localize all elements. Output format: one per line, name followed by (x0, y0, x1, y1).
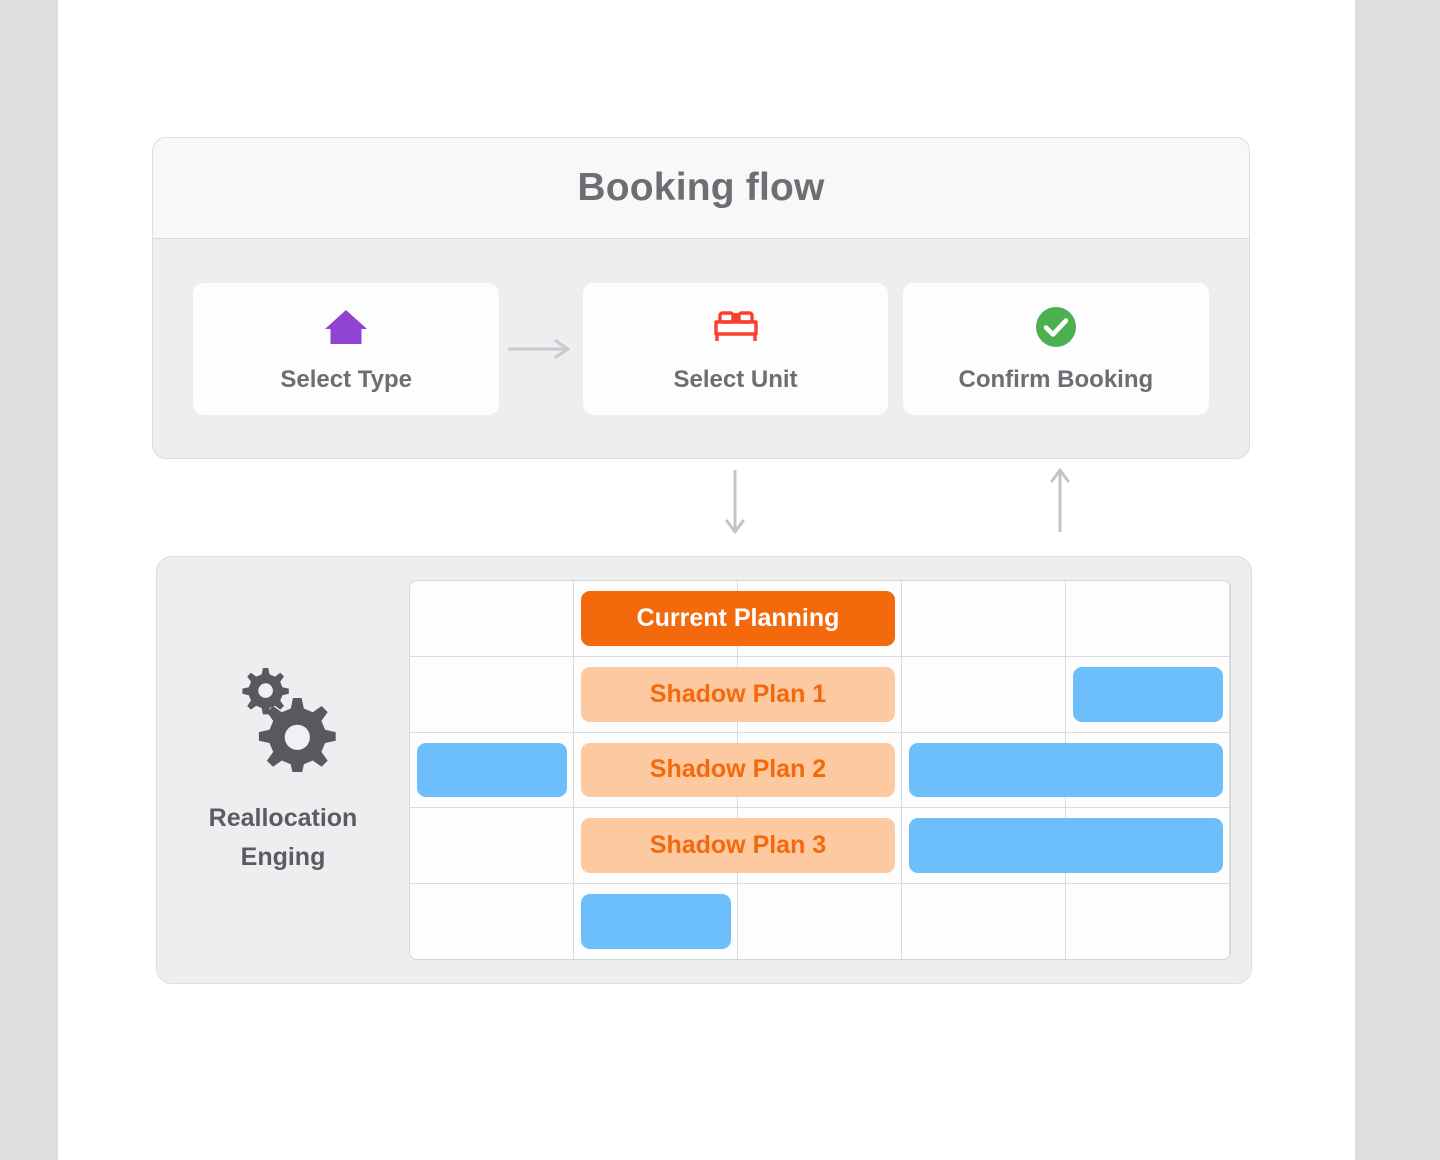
step-confirm-booking[interactable]: Confirm Booking (902, 282, 1210, 415)
arrow-down-icon (721, 468, 749, 545)
booking-flow-card: Booking flow Select Type (152, 137, 1250, 459)
allocation-block[interactable] (417, 742, 567, 798)
step-label: Select Type (280, 365, 412, 393)
current-planning-bar[interactable]: Current Planning (581, 591, 895, 646)
plan-grid-row: Shadow Plan 1 (410, 656, 1230, 733)
plan-grid-cell (738, 656, 902, 732)
step-select-type[interactable]: Select Type (193, 282, 500, 415)
booking-flow-header: Booking flow (153, 138, 1249, 239)
page-canvas: Booking flow Select Type (58, 0, 1355, 1160)
plan-grid-cell (410, 808, 574, 884)
plan-grid-row: Shadow Plan 3 (410, 808, 1230, 885)
plan-grid-cell (738, 732, 902, 808)
reallocation-engine-label: Reallocation Enging (178, 799, 388, 877)
arrow-up-icon (1046, 468, 1074, 545)
plan-grid-cell (410, 884, 574, 959)
arrow-right-icon (499, 338, 583, 360)
plan-grid-cell (738, 808, 902, 884)
booking-flow-steps: Select Type (153, 239, 1249, 458)
home-icon (323, 304, 369, 350)
plan-grid-cell (902, 581, 1066, 656)
engine-label-line-1: Reallocation (208, 803, 358, 832)
allocation-block[interactable] (1073, 666, 1223, 722)
allocation-block[interactable] (909, 818, 1223, 874)
plan-grid-cell (1066, 656, 1230, 732)
plan-grid-cell (738, 581, 902, 656)
shadow-plan-2-bar[interactable]: Shadow Plan 2 (581, 742, 895, 798)
shadow-plan-1-bar[interactable]: Shadow Plan 1 (581, 666, 895, 722)
plan-grid-cell (1066, 581, 1230, 656)
plan-grid-cell (902, 884, 1066, 959)
plan-grid-cell (410, 656, 574, 732)
bed-icon (713, 304, 759, 350)
step-select-unit[interactable]: Select Unit (583, 282, 888, 415)
plan-grid-cell (410, 581, 574, 656)
plan-grid-row (410, 884, 1230, 959)
plan-grid-cell (410, 732, 574, 808)
allocation-block[interactable] (909, 742, 1223, 798)
plan-grid-cell (902, 656, 1066, 732)
check-circle-icon (1034, 304, 1078, 350)
step-label: Confirm Booking (958, 365, 1154, 393)
plan-grid-cell (738, 884, 902, 959)
reallocation-engine-legend: Reallocation Enging (157, 664, 409, 877)
step-label: Select Unit (673, 365, 798, 393)
plan-grid-row: Shadow Plan 2 (410, 732, 1230, 809)
plan-grid-row: Current Planning (410, 581, 1230, 657)
plan-grid-cell (1066, 808, 1230, 884)
plan-grid-cell (1066, 884, 1230, 959)
allocation-block[interactable] (581, 894, 731, 949)
shadow-plan-3-bar[interactable]: Shadow Plan 3 (581, 818, 895, 874)
page-title: Booking flow (577, 166, 825, 209)
engine-label-line-2: Enging (240, 842, 326, 871)
plan-grid-cell (1066, 732, 1230, 808)
gears-icon (227, 664, 339, 777)
plan-grid-cell (574, 884, 738, 959)
